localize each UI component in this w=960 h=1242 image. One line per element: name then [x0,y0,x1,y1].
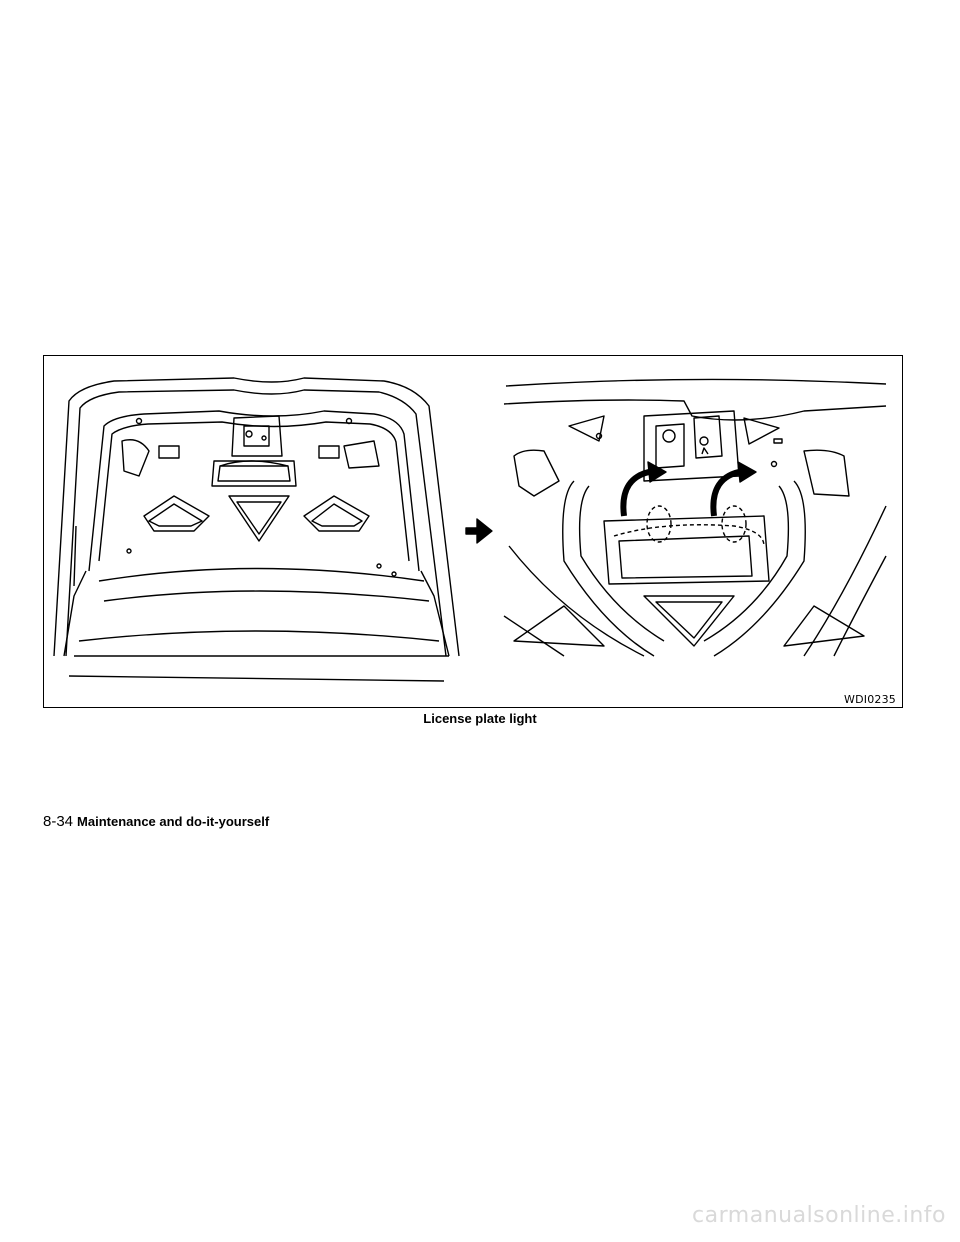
right-arrow-icon [465,518,493,544]
license-plate-light-close-up [503,378,887,657]
trunk-lid-illustration [53,377,887,682]
page-number: 8-34 [43,813,74,830]
figure-code: WDI0235 [844,693,896,706]
trunk-lid-full-view [53,377,460,682]
illustration-frame: WDI0235 [43,355,903,708]
section-title: Maintenance and do-it-yourself [77,814,270,829]
watermark: carmanualsonline.info [692,1203,946,1228]
figure-caption: License plate light [423,711,537,726]
